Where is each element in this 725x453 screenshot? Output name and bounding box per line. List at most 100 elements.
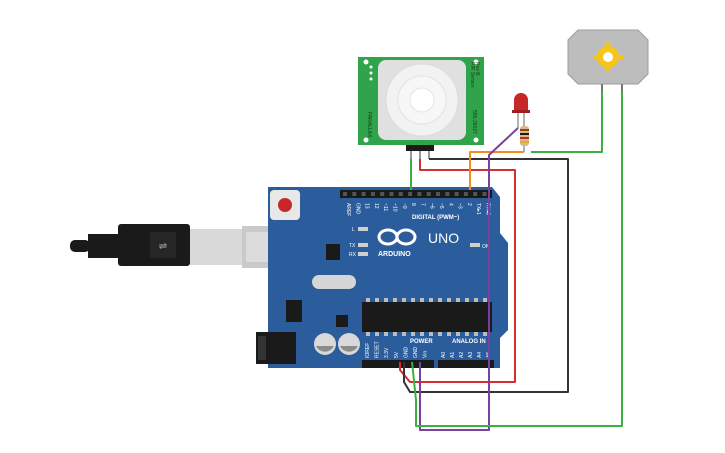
digital-pin-label: 4 — [447, 203, 453, 206]
digital-pin-label: ~6 — [429, 203, 435, 209]
ic-pin — [483, 332, 487, 336]
digital-pin-label: 2 — [466, 203, 472, 206]
ic-pin — [474, 332, 478, 336]
digital-pin-hole[interactable] — [370, 192, 375, 196]
digital-pin-hole[interactable] — [343, 192, 347, 196]
svg-text:Rev B: Rev B — [474, 62, 480, 76]
digital-pin-label: ~10 — [392, 203, 398, 212]
digital-pin-hole[interactable] — [389, 192, 394, 196]
ic-pin — [366, 298, 370, 302]
pir-pin-header — [406, 145, 434, 151]
capacitor-2 — [338, 333, 360, 355]
digital-pin-hole[interactable] — [436, 192, 440, 196]
analog-pin-label: A0 — [441, 352, 447, 358]
status-leds: L TX RX ON — [349, 227, 490, 258]
digital-pin-hole[interactable] — [445, 192, 450, 196]
ic-pin — [384, 298, 388, 302]
digital-pin-label: ~5 — [438, 203, 444, 209]
digital-pin-hole[interactable] — [352, 192, 357, 196]
analog-header-label: ANALOG IN — [452, 339, 486, 345]
digital-pin-label: ~11 — [382, 203, 388, 211]
pir-title-text: PIR Sensor — [469, 62, 475, 88]
on-led-label: ON — [482, 244, 490, 250]
pir-sensor: PARALLAX PIR Sensor Rev B 555-28027 — [358, 57, 484, 159]
usb-icon: ⇌ — [159, 241, 167, 252]
analog-header — [438, 360, 494, 368]
digital-pin-label: 7 — [419, 203, 425, 206]
usb-chip — [326, 244, 340, 260]
digital-pin-label: GND — [354, 203, 360, 215]
digital-pin-label: ~9 — [401, 203, 407, 209]
board-brand: ARDUINO — [378, 251, 411, 258]
crystal-oscillator — [312, 275, 356, 289]
usb-connector — [190, 229, 242, 265]
ic-pin — [420, 332, 424, 336]
pir-brand-text: PARALLAX — [366, 112, 372, 138]
digital-pin-label: 13 — [364, 203, 370, 209]
usb-cable: ⇌ — [70, 224, 302, 268]
motor-gear-icon — [593, 42, 623, 72]
ic-pin — [447, 332, 451, 336]
digital-pin-label: ~3 — [457, 203, 463, 209]
ic-pin — [465, 298, 469, 302]
digital-pin-hole[interactable] — [380, 192, 385, 196]
capacitor-1 — [314, 333, 336, 355]
digital-pin-label: AREF — [345, 203, 351, 216]
analog-pin-label: A3 — [468, 352, 474, 358]
digital-pin-label: RX◂0 — [485, 203, 491, 215]
ic-pin — [420, 298, 424, 302]
dc-motor — [567, 29, 649, 92]
voltage-regulator — [286, 300, 302, 322]
power-pin-label: GND — [403, 347, 409, 359]
wire-purple-led — [419, 127, 519, 431]
ic-pin — [402, 298, 406, 302]
power-pin-label: GND — [413, 347, 419, 359]
digital-pin-hole[interactable] — [398, 192, 403, 196]
ic-pin — [366, 332, 370, 336]
digital-pin-label: 8 — [410, 203, 416, 206]
ic-pin — [465, 332, 469, 336]
ic-pin — [474, 298, 478, 302]
power-header-label: POWER — [410, 339, 433, 345]
ic-pin — [393, 332, 397, 336]
ic-pin — [393, 298, 397, 302]
power-pin-label: IOREF — [365, 343, 371, 358]
digital-pin-hole[interactable] — [473, 192, 478, 196]
digital-header — [340, 190, 492, 198]
power-pin-label: 5V — [394, 351, 400, 358]
wire-orange-signal — [469, 151, 524, 190]
digital-pin-hole[interactable] — [417, 192, 422, 196]
digital-pin-hole[interactable] — [408, 192, 413, 196]
digital-pin-hole[interactable] — [482, 192, 487, 196]
ic-pin — [411, 298, 415, 302]
red-led — [512, 93, 530, 128]
ic-pin — [456, 332, 460, 336]
ic-pin — [438, 298, 442, 302]
analog-pin-label: A1 — [450, 352, 456, 358]
svg-text:555-28027: 555-28027 — [471, 110, 477, 134]
wires — [399, 92, 623, 431]
digital-pin-label: TX▸1 — [475, 203, 481, 215]
svg-text:RX: RX — [349, 252, 357, 258]
svg-text:L: L — [352, 227, 355, 233]
wire-red-5v — [399, 159, 516, 383]
digital-pin-hole[interactable] — [361, 192, 366, 196]
digital-header-label: DIGITAL (PWM~) — [412, 215, 459, 221]
ic-pin — [375, 332, 379, 336]
analog-pin-label: A2 — [459, 352, 465, 358]
ic-pin — [402, 332, 406, 336]
power-pin-label: RESET — [375, 341, 381, 358]
power-pin-label: 3.3V — [384, 347, 390, 358]
digital-pin-hole[interactable] — [454, 192, 459, 196]
digital-pin-label: 12 — [373, 203, 379, 209]
ic-pin — [411, 332, 415, 336]
digital-pin-hole[interactable] — [426, 192, 431, 196]
digital-pin-hole[interactable] — [463, 192, 468, 196]
resistor — [520, 122, 529, 152]
wire-green-motor-2 — [411, 92, 623, 427]
svg-text:TX: TX — [349, 243, 356, 249]
wire-green-motor-1 — [531, 92, 603, 153]
